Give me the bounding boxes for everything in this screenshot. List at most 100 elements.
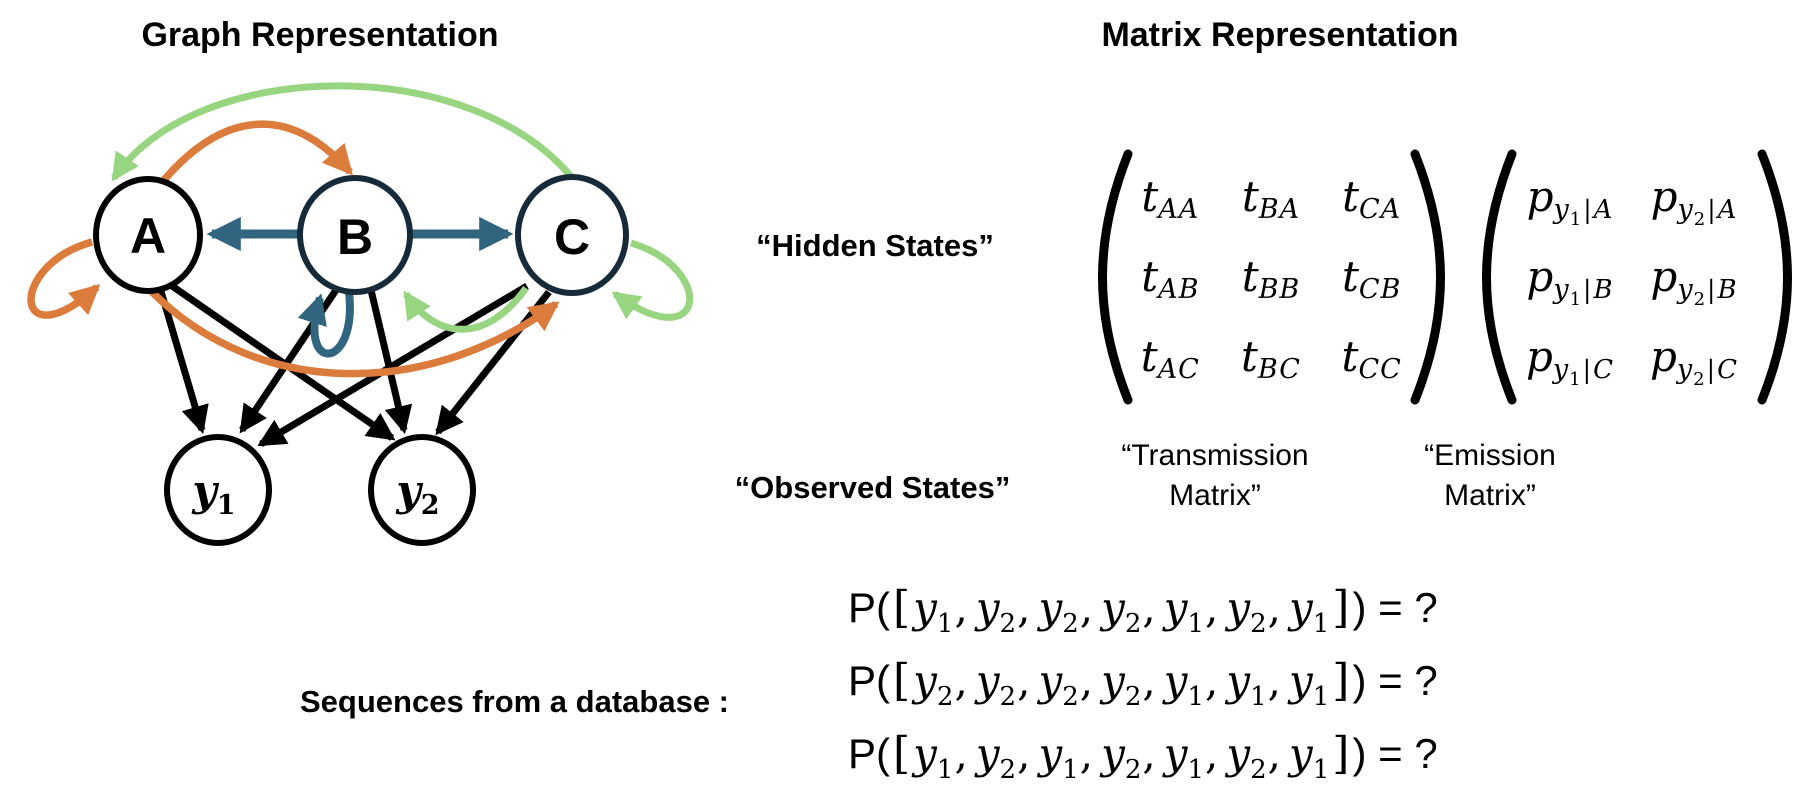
matrix-subscript: y1|B (1553, 273, 1614, 309)
matrix-symbol: t (1141, 252, 1159, 301)
matrix-symbol: p (1526, 332, 1553, 381)
observed-state-nodes: y1 y2 (164, 434, 476, 546)
edge-B-to-y2 (367, 289, 413, 435)
comma: , (954, 656, 968, 705)
green-transition-edges (111, 82, 694, 333)
matrix-parentheses (1098, 149, 1792, 405)
graph-representation-title: Graph Representation (141, 16, 499, 54)
matrix-subscript: AC (1157, 353, 1200, 385)
open-bracket: [ (893, 728, 911, 779)
transmission-left-paren (1098, 149, 1133, 405)
matrix-subscript: BA (1258, 193, 1301, 225)
matrix-subscript: AA (1158, 193, 1200, 225)
probability-prefix: P( (848, 584, 890, 631)
matrix-subscript: BB (1258, 273, 1301, 305)
sequence-variable-index: 2 (1250, 609, 1267, 639)
comma: , (1142, 583, 1156, 632)
sequence-variable-index: 1 (1312, 609, 1330, 639)
sequence-variable-index: 2 (999, 755, 1017, 785)
observed-variable-index: 1 (1569, 208, 1583, 230)
matrix-symbol: t (1141, 172, 1159, 221)
conditioning-state: C (1593, 354, 1614, 385)
sequence-variable: y (975, 583, 1000, 632)
sequence-variable: y (913, 583, 937, 632)
edge-A-self-loop (27, 238, 101, 319)
sequence-variable: y (1101, 729, 1125, 778)
conditioning-state: B (1717, 274, 1738, 305)
conditioning-state: C (1717, 354, 1738, 385)
conditioning-state: B (1593, 274, 1614, 305)
emission-right-paren (1757, 149, 1792, 405)
observed-variable: y (1553, 273, 1570, 305)
edge-C-to-y1 (257, 282, 529, 448)
node-y2-circle (368, 434, 476, 546)
observed-variable: y (1553, 193, 1570, 225)
matrix-symbol: p (1650, 252, 1678, 301)
sequence-variable-index: 2 (1124, 609, 1142, 639)
sequence-variable-index: 1 (936, 609, 954, 639)
node-B-label: B (337, 209, 373, 265)
node-y1-circle (164, 434, 272, 546)
sequences-from-database-label: Sequences from a database : (300, 684, 729, 719)
observed-variable-index: 1 (1569, 368, 1582, 390)
sequence-variable-index: 1 (1062, 755, 1079, 785)
sequence-variable: y (1226, 583, 1251, 632)
matrix-subscript: y1|A (1553, 193, 1613, 229)
comma: , (1142, 729, 1156, 778)
sequence-variable: y (913, 656, 937, 705)
comma: , (1205, 583, 1219, 632)
sequence-variable: y (975, 729, 1000, 778)
comma: , (1267, 583, 1282, 632)
sequence-variable: y (1101, 583, 1125, 632)
sequence-variable-index: 2 (1250, 755, 1267, 785)
node-y1-label: y1 (191, 466, 235, 521)
observed-states-label: “Observed States” (734, 470, 1011, 505)
transmission-caption-line1: “Transmission (1121, 439, 1309, 472)
observed-variable: y (1552, 353, 1570, 385)
sequence-variable: y (1289, 656, 1313, 705)
conditional-bar: | (1582, 354, 1593, 384)
comma: , (1267, 656, 1282, 705)
sequence-variable: y (1226, 729, 1251, 778)
matrix-subscript: CB (1358, 273, 1402, 305)
conditional-bar: | (1583, 194, 1593, 224)
sequence-variable: y (1101, 656, 1125, 705)
sequence-variable-index: 1 (1187, 609, 1205, 639)
matrix-subscript: CC (1358, 353, 1402, 385)
emission-matrix-caption: “Emission Matrix” (1340, 436, 1640, 516)
open-bracket: [ (893, 582, 911, 633)
equals-question: ) = ? (1352, 584, 1438, 631)
matrix-subscript: y2|C (1677, 354, 1738, 389)
emission-caption-line2: Matrix” (1444, 479, 1536, 512)
matrix-subscript: CA (1359, 193, 1402, 225)
conditional-bar: | (1707, 274, 1717, 304)
equals-question: ) = ? (1352, 657, 1438, 704)
emission-caption-line1: “Emission (1424, 439, 1556, 472)
sequence-variable: y (1289, 729, 1313, 778)
node-C-circle (515, 174, 629, 296)
observed-variable: y (1677, 193, 1694, 225)
sequence-variable-index: 2 (999, 682, 1017, 712)
edge-A-to-C-arc (148, 288, 560, 378)
matrix-subscript: y1|C (1552, 353, 1614, 389)
comma: , (1205, 656, 1219, 705)
sequence-variable: y (1163, 583, 1188, 632)
matrix-symbol: t (1342, 172, 1360, 221)
comma: , (1142, 656, 1156, 705)
equals-question: ) = ? (1352, 730, 1438, 777)
comma: , (1079, 656, 1094, 705)
matrix-subscript: AB (1158, 273, 1200, 305)
sequence-variable: y (1038, 656, 1063, 705)
observed-variable: y (1677, 273, 1694, 305)
sequence-variable: y (1163, 729, 1188, 778)
comma: , (1205, 729, 1219, 778)
edge-C-to-y2 (435, 289, 552, 436)
